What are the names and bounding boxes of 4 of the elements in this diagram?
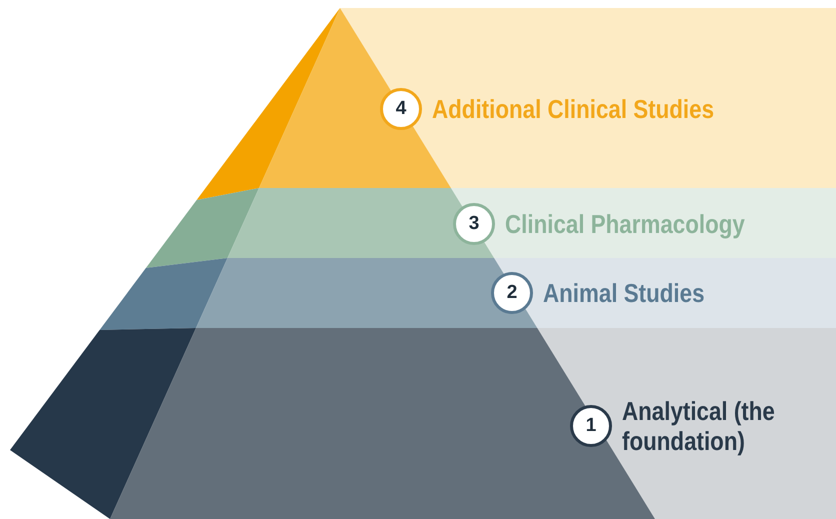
- layer-label: Additional Clinical Studies: [432, 94, 716, 124]
- layer-label: Analytical (the foundation): [622, 396, 776, 456]
- layer-label: Animal Studies: [543, 278, 706, 308]
- layer-label: Clinical Pharmacology: [505, 209, 746, 239]
